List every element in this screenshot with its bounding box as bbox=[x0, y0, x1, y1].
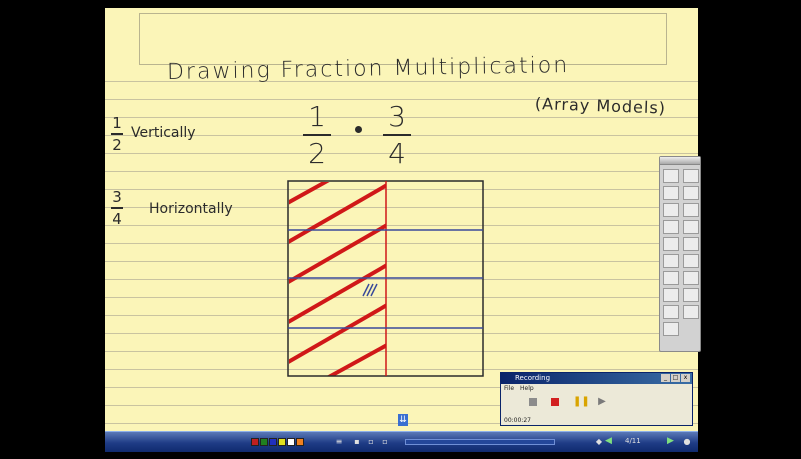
stop-icon[interactable] bbox=[529, 398, 537, 406]
color-swatch[interactable] bbox=[251, 438, 259, 446]
page-icon[interactable]: ▫ bbox=[368, 437, 374, 446]
camera-icon[interactable] bbox=[663, 305, 679, 319]
color-swatch[interactable] bbox=[278, 438, 286, 446]
multiply-dot bbox=[355, 126, 362, 133]
hatch-line bbox=[326, 343, 386, 376]
expression-left-numerator: 1 bbox=[308, 100, 326, 133]
recording-panel[interactable]: Recording _ □ x File Help ❚❚ ▶ 00:00:27 bbox=[500, 372, 693, 426]
bottom-strip bbox=[0, 452, 801, 459]
toolbar-buttons bbox=[660, 165, 700, 340]
hatch-line bbox=[289, 303, 386, 364]
highlighter-icon[interactable] bbox=[683, 186, 699, 200]
recording-titlebar[interactable]: Recording _ □ x bbox=[501, 373, 692, 384]
record-stop-icon[interactable] bbox=[551, 398, 559, 406]
fraction-bar bbox=[383, 134, 411, 136]
recording-time: 00:00:27 bbox=[504, 417, 531, 424]
lines-icon[interactable]: ≡ bbox=[335, 437, 343, 446]
hatch-line bbox=[289, 182, 330, 205]
minimize-icon[interactable]: _ bbox=[661, 374, 670, 382]
vertical-numerator: 1 bbox=[112, 114, 122, 132]
page-icon[interactable]: ▫ bbox=[382, 437, 388, 446]
array-model bbox=[287, 180, 484, 377]
back-arrow-icon[interactable]: ◀ bbox=[605, 436, 612, 446]
forward-arrow-icon[interactable]: ▶ bbox=[667, 436, 674, 446]
undo-icon[interactable] bbox=[663, 254, 679, 268]
window-buttons: _ □ x bbox=[661, 374, 690, 382]
floating-toolbar[interactable] bbox=[659, 156, 701, 352]
vertical-label: Vertically bbox=[131, 125, 196, 141]
pen-icon[interactable] bbox=[663, 186, 679, 200]
menu-help[interactable]: Help bbox=[520, 385, 534, 392]
page-subtitle: (Array Models) bbox=[534, 94, 667, 118]
recording-menu: File Help bbox=[501, 384, 692, 393]
title-box[interactable] bbox=[139, 13, 667, 65]
line-icon[interactable] bbox=[683, 203, 699, 217]
vertical-denominator: 2 bbox=[112, 136, 122, 154]
pointer-icon[interactable] bbox=[663, 169, 679, 183]
color-swatch[interactable] bbox=[260, 438, 268, 446]
letterbox-right bbox=[698, 0, 801, 459]
color-swatch[interactable] bbox=[296, 438, 304, 446]
forward-icon[interactable] bbox=[683, 271, 699, 285]
pause-icon[interactable]: ❚❚ bbox=[573, 396, 590, 407]
maximize-icon[interactable]: □ bbox=[671, 374, 680, 382]
letterbox-left bbox=[0, 0, 105, 459]
expression-right-fraction: 3 4 bbox=[383, 100, 411, 170]
color-swatch[interactable] bbox=[287, 438, 295, 446]
toolbar-grip[interactable] bbox=[660, 157, 700, 165]
page-down-arrow-icon[interactable]: ⇊ bbox=[398, 414, 408, 426]
capture-icon[interactable] bbox=[663, 322, 679, 336]
horizontal-label: Horizontally bbox=[149, 201, 233, 217]
clear-icon[interactable] bbox=[683, 237, 699, 251]
page-indicator: 4/11 bbox=[625, 437, 641, 445]
color-swatches bbox=[251, 438, 304, 446]
pen-cursor-icon bbox=[362, 283, 378, 297]
expression-left-fraction: 1 2 bbox=[303, 100, 331, 170]
shaded-half bbox=[289, 182, 386, 376]
taskbar-track[interactable] bbox=[405, 439, 555, 445]
vertical-fraction: 1 2 bbox=[111, 114, 123, 154]
expression-right-numerator: 3 bbox=[388, 100, 406, 133]
page-icon[interactable] bbox=[663, 288, 679, 302]
horizontal-fraction: 3 4 bbox=[111, 188, 123, 228]
recording-title: Recording bbox=[515, 374, 551, 382]
close-icon[interactable]: x bbox=[681, 374, 690, 382]
whiteboard-page[interactable]: Drawing Fraction Multiplication (Array M… bbox=[105, 8, 698, 431]
horizontal-denominator: 4 bbox=[112, 210, 122, 228]
shape-icon[interactable] bbox=[663, 220, 679, 234]
fraction-bar bbox=[303, 134, 331, 136]
play-icon[interactable]: ▶ bbox=[598, 396, 606, 407]
link-icon[interactable] bbox=[683, 305, 699, 319]
settings-icon[interactable]: ● bbox=[683, 437, 691, 446]
tool-icon[interactable]: ◆ bbox=[595, 437, 603, 446]
fraction-bar bbox=[111, 133, 123, 135]
redo-icon[interactable] bbox=[683, 254, 699, 268]
hatch-line bbox=[289, 183, 386, 244]
fill-icon[interactable] bbox=[683, 220, 699, 234]
text-icon[interactable] bbox=[663, 237, 679, 251]
eraser-icon[interactable] bbox=[663, 203, 679, 217]
taskbar: ≡ ▪ ▫ ▫ ◆ ◀ 4/11 ▶ ● bbox=[105, 431, 698, 452]
expression-left-denominator: 2 bbox=[308, 137, 326, 170]
horizontal-numerator: 3 bbox=[112, 188, 122, 206]
select-icon[interactable] bbox=[683, 169, 699, 183]
pointer-icon[interactable]: ▪ bbox=[354, 437, 360, 446]
back-icon[interactable] bbox=[663, 271, 679, 285]
menu-file[interactable]: File bbox=[504, 385, 515, 392]
screen-icon[interactable] bbox=[683, 288, 699, 302]
color-swatch[interactable] bbox=[269, 438, 277, 446]
expression-right-denominator: 4 bbox=[388, 137, 406, 170]
hatch-line bbox=[289, 223, 386, 284]
recording-controls: ❚❚ ▶ bbox=[501, 393, 692, 407]
fraction-bar bbox=[111, 207, 123, 209]
